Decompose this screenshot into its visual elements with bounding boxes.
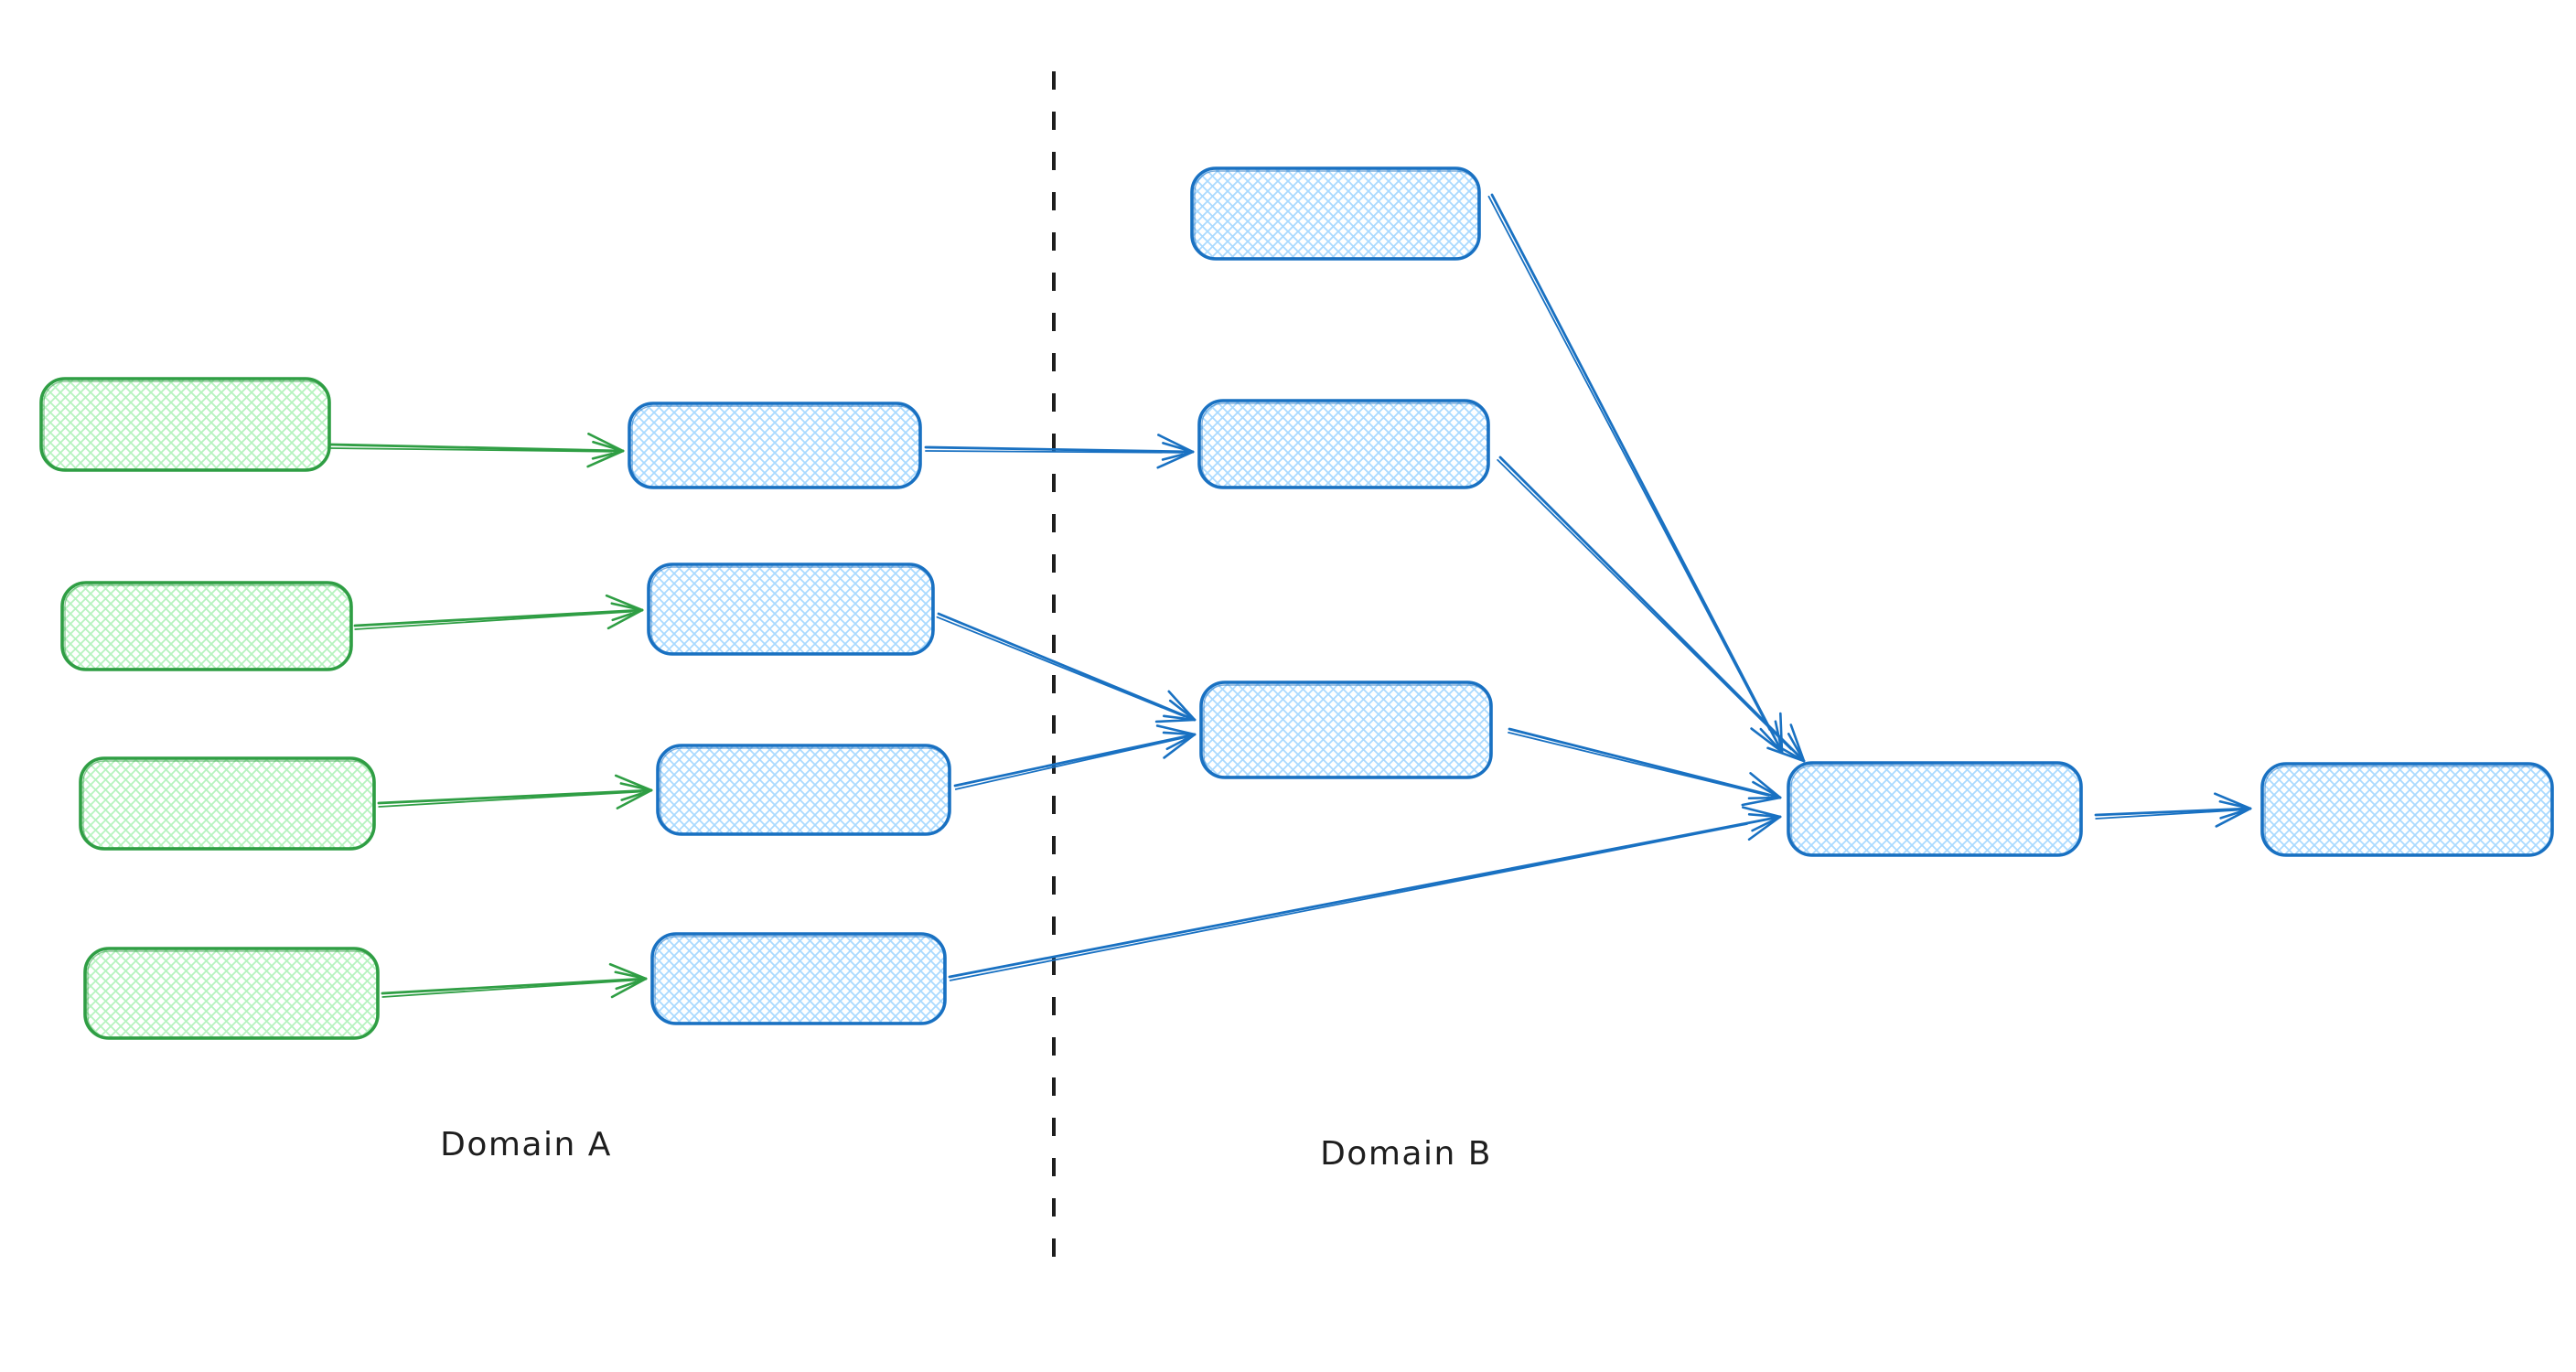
node-b-mid <box>1199 681 1493 779</box>
edge-a-src-3-to-a-mid-3 <box>377 774 653 809</box>
node-a-src-1 <box>39 377 331 472</box>
node-a-src-4 <box>83 947 380 1040</box>
edge-a-mid-4-to-b-hub <box>948 806 1782 981</box>
edge-a-mid-1-to-b-upper <box>924 434 1195 469</box>
edge-a-src-1-to-a-mid-1 <box>329 432 625 468</box>
edge-b-hub-to-b-final <box>2094 792 2252 828</box>
edge-b-top-to-b-hub <box>1487 193 1784 754</box>
edge-a-src-2-to-a-mid-2 <box>353 594 644 630</box>
domain-a-label: Domain A <box>440 1126 612 1163</box>
node-b-hub <box>1787 761 2083 857</box>
domain-b-label: Domain B <box>1320 1135 1492 1173</box>
node-a-src-2 <box>60 581 353 671</box>
node-a-mid-2 <box>647 563 935 656</box>
node-a-src-3 <box>79 756 376 851</box>
edge-a-src-4-to-a-mid-4 <box>381 962 648 999</box>
edge-a-mid-3-to-b-mid <box>953 724 1197 790</box>
node-b-final <box>2260 762 2554 857</box>
edge-a-mid-2-to-b-mid <box>936 612 1197 724</box>
node-b-top <box>1190 166 1481 261</box>
edge-b-mid-to-b-hub <box>1508 727 1782 807</box>
node-b-upper <box>1197 399 1490 489</box>
edge-b-upper-to-b-hub <box>1497 456 1806 763</box>
node-a-mid-4 <box>650 932 947 1025</box>
node-a-mid-1 <box>628 402 922 489</box>
node-a-mid-3 <box>656 744 951 836</box>
